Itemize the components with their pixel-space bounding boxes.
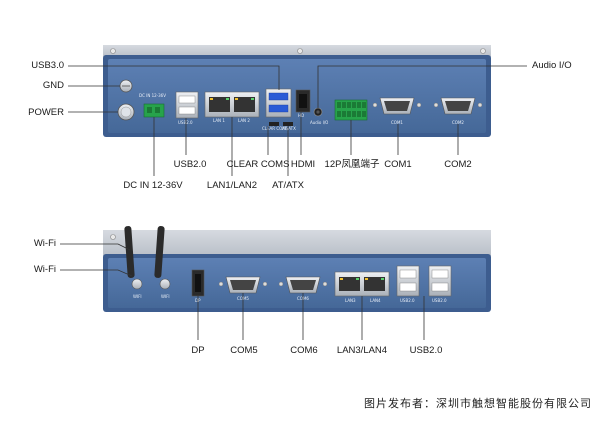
com6-port-icon xyxy=(278,276,328,294)
callout-12p-terminal: 12P凤凰端子 xyxy=(324,159,380,170)
callout-com5: COM5 xyxy=(230,345,258,356)
callout-audio-io: Audio I/O xyxy=(532,60,572,71)
callout-com1: COM1 xyxy=(384,159,412,170)
screw-icon xyxy=(480,48,486,54)
callout-usb20-bottom: USB2.0 xyxy=(409,345,443,356)
callout-wifi-2: Wi-Fi xyxy=(33,264,56,275)
screw-icon xyxy=(297,48,303,54)
silk-wifi-a: WIFI xyxy=(133,294,142,299)
wifi-antenna-icon xyxy=(124,226,143,290)
clear-coms-switch-icon xyxy=(269,122,279,126)
silk-lan3: LAN3 xyxy=(345,298,356,303)
callout-at-atx: AT/ATX xyxy=(272,180,304,191)
silk-usb2: USB2.0 xyxy=(178,120,193,125)
callout-dc-in: DC IN 12-36V xyxy=(123,180,183,191)
callout-hdmi: HDMI xyxy=(290,159,316,170)
callout-wifi-1: Wi-Fi xyxy=(33,238,56,249)
wifi-antenna-icon xyxy=(154,225,171,290)
bottom-device: WIFI WIFI DP COM5 COM6 LAN3 LAN4 USB2.0 … xyxy=(103,225,491,312)
com2-port-icon xyxy=(433,97,483,115)
silk-lan2: LAN 2 xyxy=(238,118,250,123)
lan2-jack-icon xyxy=(234,97,255,112)
bottom-chassis-top xyxy=(103,230,491,256)
silk-com2: COM2 xyxy=(452,120,464,125)
callout-usb30: USB3.0 xyxy=(31,60,64,71)
silk-com1: COM1 xyxy=(391,120,403,125)
screw-icon xyxy=(110,48,116,54)
com5-port-icon xyxy=(218,276,268,294)
silk-usb2a: USB2.0 xyxy=(400,298,415,303)
publisher-credit: 图片发布者：深圳市触想智能股份有限公司 xyxy=(364,398,592,410)
silk-usb2b: USB2.0 xyxy=(432,298,447,303)
callout-dp: DP xyxy=(191,345,205,356)
bottom-callout-lines xyxy=(60,243,425,340)
callout-clear-coms: CLEAR COMS xyxy=(226,159,290,170)
top-chassis-lip xyxy=(103,45,491,57)
silk-dc-in: DC IN 12-36V xyxy=(139,93,166,98)
at-atx-switch-icon xyxy=(283,122,293,126)
silk-atx: AT/ATX xyxy=(282,126,296,131)
silk-clear: CLEAR COMS xyxy=(262,126,289,131)
callout-power: POWER xyxy=(28,107,64,118)
lan1-jack-icon xyxy=(209,97,230,112)
silk-audio: Audio I/O xyxy=(310,120,328,125)
callout-com6: COM6 xyxy=(290,345,318,356)
callout-com2: COM2 xyxy=(444,159,472,170)
callout-lan34: LAN3/LAN4 xyxy=(336,345,388,356)
silk-lan1: LAN 1 xyxy=(213,118,225,123)
callout-usb20-top: USB2.0 xyxy=(173,159,207,170)
silk-lan4: LAN4 xyxy=(370,298,381,303)
com1-port-icon xyxy=(372,97,422,115)
screw-icon xyxy=(110,234,116,240)
top-device: DC IN 12-36V USB2.0 LAN 1 LAN 2 HD Audio… xyxy=(103,45,491,137)
top-callout-lines xyxy=(68,65,527,176)
callout-lan12: LAN1/LAN2 xyxy=(206,180,258,191)
callout-gnd: GND xyxy=(42,80,64,91)
silk-wifi-b: WIFI xyxy=(161,294,170,299)
